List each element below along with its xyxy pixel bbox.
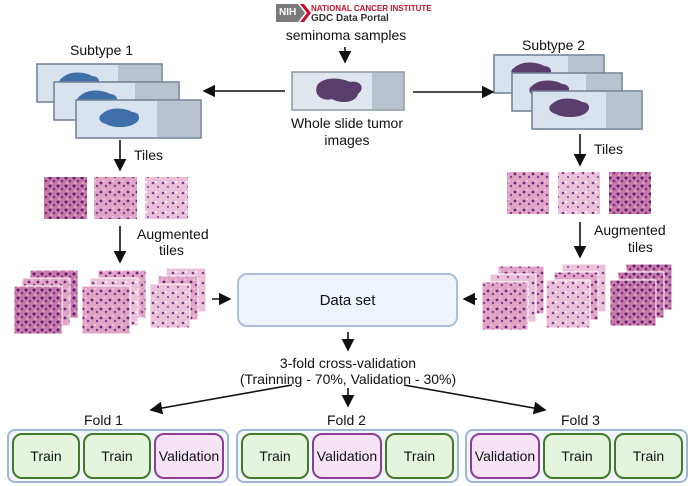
whole-slide-image-icon (291, 71, 405, 111)
fold3-cell-3: Train (614, 433, 683, 479)
subtype2-slides-icon (493, 54, 643, 130)
subtype1-slides-icon (36, 63, 202, 139)
fold1-cell-2-label: Train (101, 448, 133, 464)
subtype2-title: Subtype 2 (522, 37, 586, 53)
fold3-title: Fold 3 (561, 412, 600, 428)
subtype1-title: Subtype 1 (70, 42, 134, 58)
fold3-cell-2: Train (543, 433, 611, 479)
cv-label-line2: (Trainning - 70%, Validation - 30%) (239, 371, 457, 387)
subtype2-augmented-line2: tiles (628, 239, 653, 255)
subtype1-augmented-tiles-icon (13, 267, 207, 335)
fold2-cell-3: Train (385, 433, 454, 479)
gdc-portal-label: GDC Data Portal (311, 13, 389, 24)
fold2-cell-1: Train (241, 433, 309, 479)
source-caption: seminoma samples (285, 27, 407, 43)
subtype1-tiles-icon (44, 177, 188, 219)
fold1-cell-3-label: Validation (158, 448, 220, 464)
dataset-label: Data set (319, 291, 376, 309)
dataset-box: Data set (237, 273, 458, 327)
fold1-cell-3: Validation (154, 433, 224, 479)
subtype2-augmented-line1: Augmented (594, 222, 666, 238)
fold1-cell-1: Train (12, 433, 80, 479)
fold1-title: Fold 1 (84, 412, 123, 428)
fold2-cell-3-label: Train (403, 448, 436, 464)
fold1-cell-2: Train (83, 433, 151, 479)
nih-logo-icon (276, 4, 311, 22)
subtype1-tiles-label: Tiles (134, 147, 164, 163)
fold1-cell-1-label: Train (30, 448, 62, 464)
whole-slide-label-line2: images (324, 132, 370, 148)
flow-arrows (113, 47, 587, 415)
fold2-cell-1-label: Train (259, 448, 291, 464)
subtype2-augmented-tiles-icon (481, 263, 673, 331)
subtype1-augmented-line2: tiles (159, 242, 184, 258)
cv-label-line1: 3-fold cross-validation (279, 355, 417, 371)
whole-slide-label-line1: Whole slide tumor (290, 115, 404, 131)
fold2-cell-2: Validation (312, 433, 382, 479)
nih-logo-text: NIH (279, 7, 297, 18)
fold3-cell-2-label: Train (561, 448, 593, 464)
subtype1-augmented-line1: Augmented (137, 226, 209, 242)
subtype2-tiles-icon (507, 172, 651, 214)
fold3-cell-3-label: Train (632, 448, 665, 464)
fold2-title: Fold 2 (327, 412, 366, 428)
subtype2-tiles-label: Tiles (594, 141, 624, 157)
fold3-cell-1-label: Validation (474, 448, 536, 464)
fold2-cell-2-label: Validation (316, 448, 378, 464)
fold3-cell-1: Validation (470, 433, 540, 479)
nci-org-label: NATIONAL CANCER INSTITUTE (311, 4, 432, 13)
